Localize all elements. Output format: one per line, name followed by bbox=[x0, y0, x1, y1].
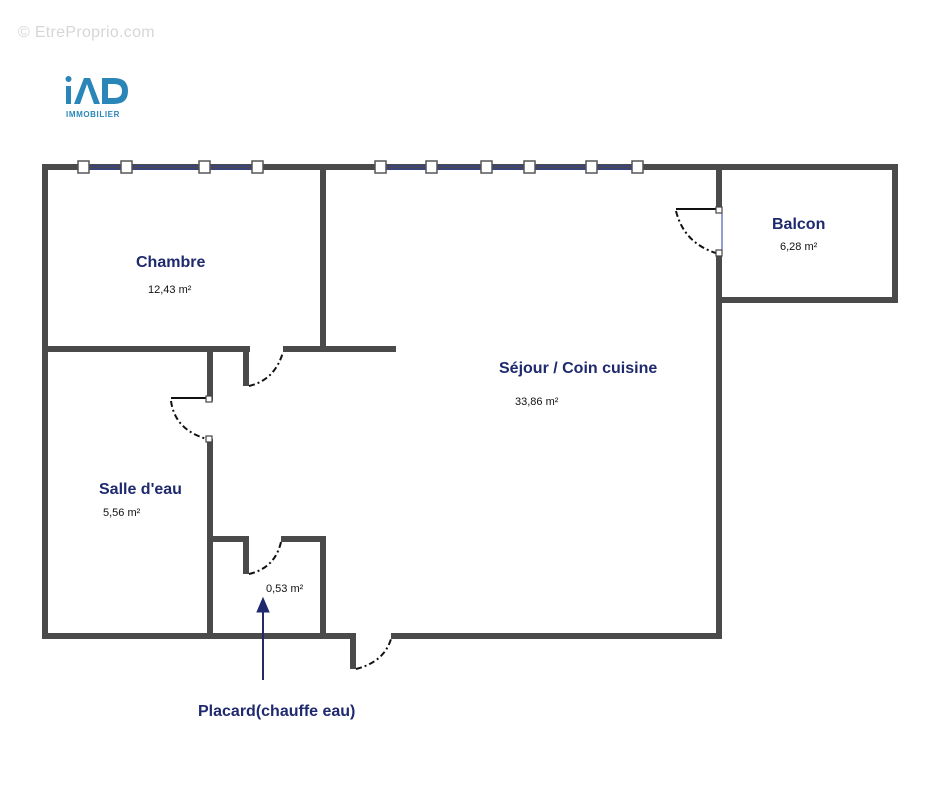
room-name-salle-eau: Salle d'eau bbox=[99, 481, 182, 498]
room-area-sejour: 33,86 m² bbox=[515, 396, 559, 408]
logo-subtitle: IMMOBILIER bbox=[66, 110, 120, 119]
room-area-balcon: 6,28 m² bbox=[780, 241, 818, 253]
room-area-chambre: 12,43 m² bbox=[148, 284, 192, 296]
room-area-placard: 0,53 m² bbox=[266, 583, 304, 595]
room-name-balcon: Balcon bbox=[772, 216, 826, 233]
iad-logo bbox=[65, 76, 128, 104]
room-area-salle-eau: 5,56 m² bbox=[103, 507, 141, 519]
walls bbox=[42, 164, 898, 669]
doors bbox=[170, 210, 717, 670]
door-leaves bbox=[171, 208, 716, 399]
room-name-sejour: Séjour / Coin cuisine bbox=[499, 360, 658, 377]
windows bbox=[77, 160, 723, 253]
arrow bbox=[256, 596, 270, 680]
door-hinges bbox=[205, 206, 723, 443]
watermark: © EtreProprio.com bbox=[18, 24, 155, 41]
room-name-chambre: Chambre bbox=[136, 254, 206, 271]
placard-callout-label: Placard(chauffe eau) bbox=[198, 703, 356, 720]
